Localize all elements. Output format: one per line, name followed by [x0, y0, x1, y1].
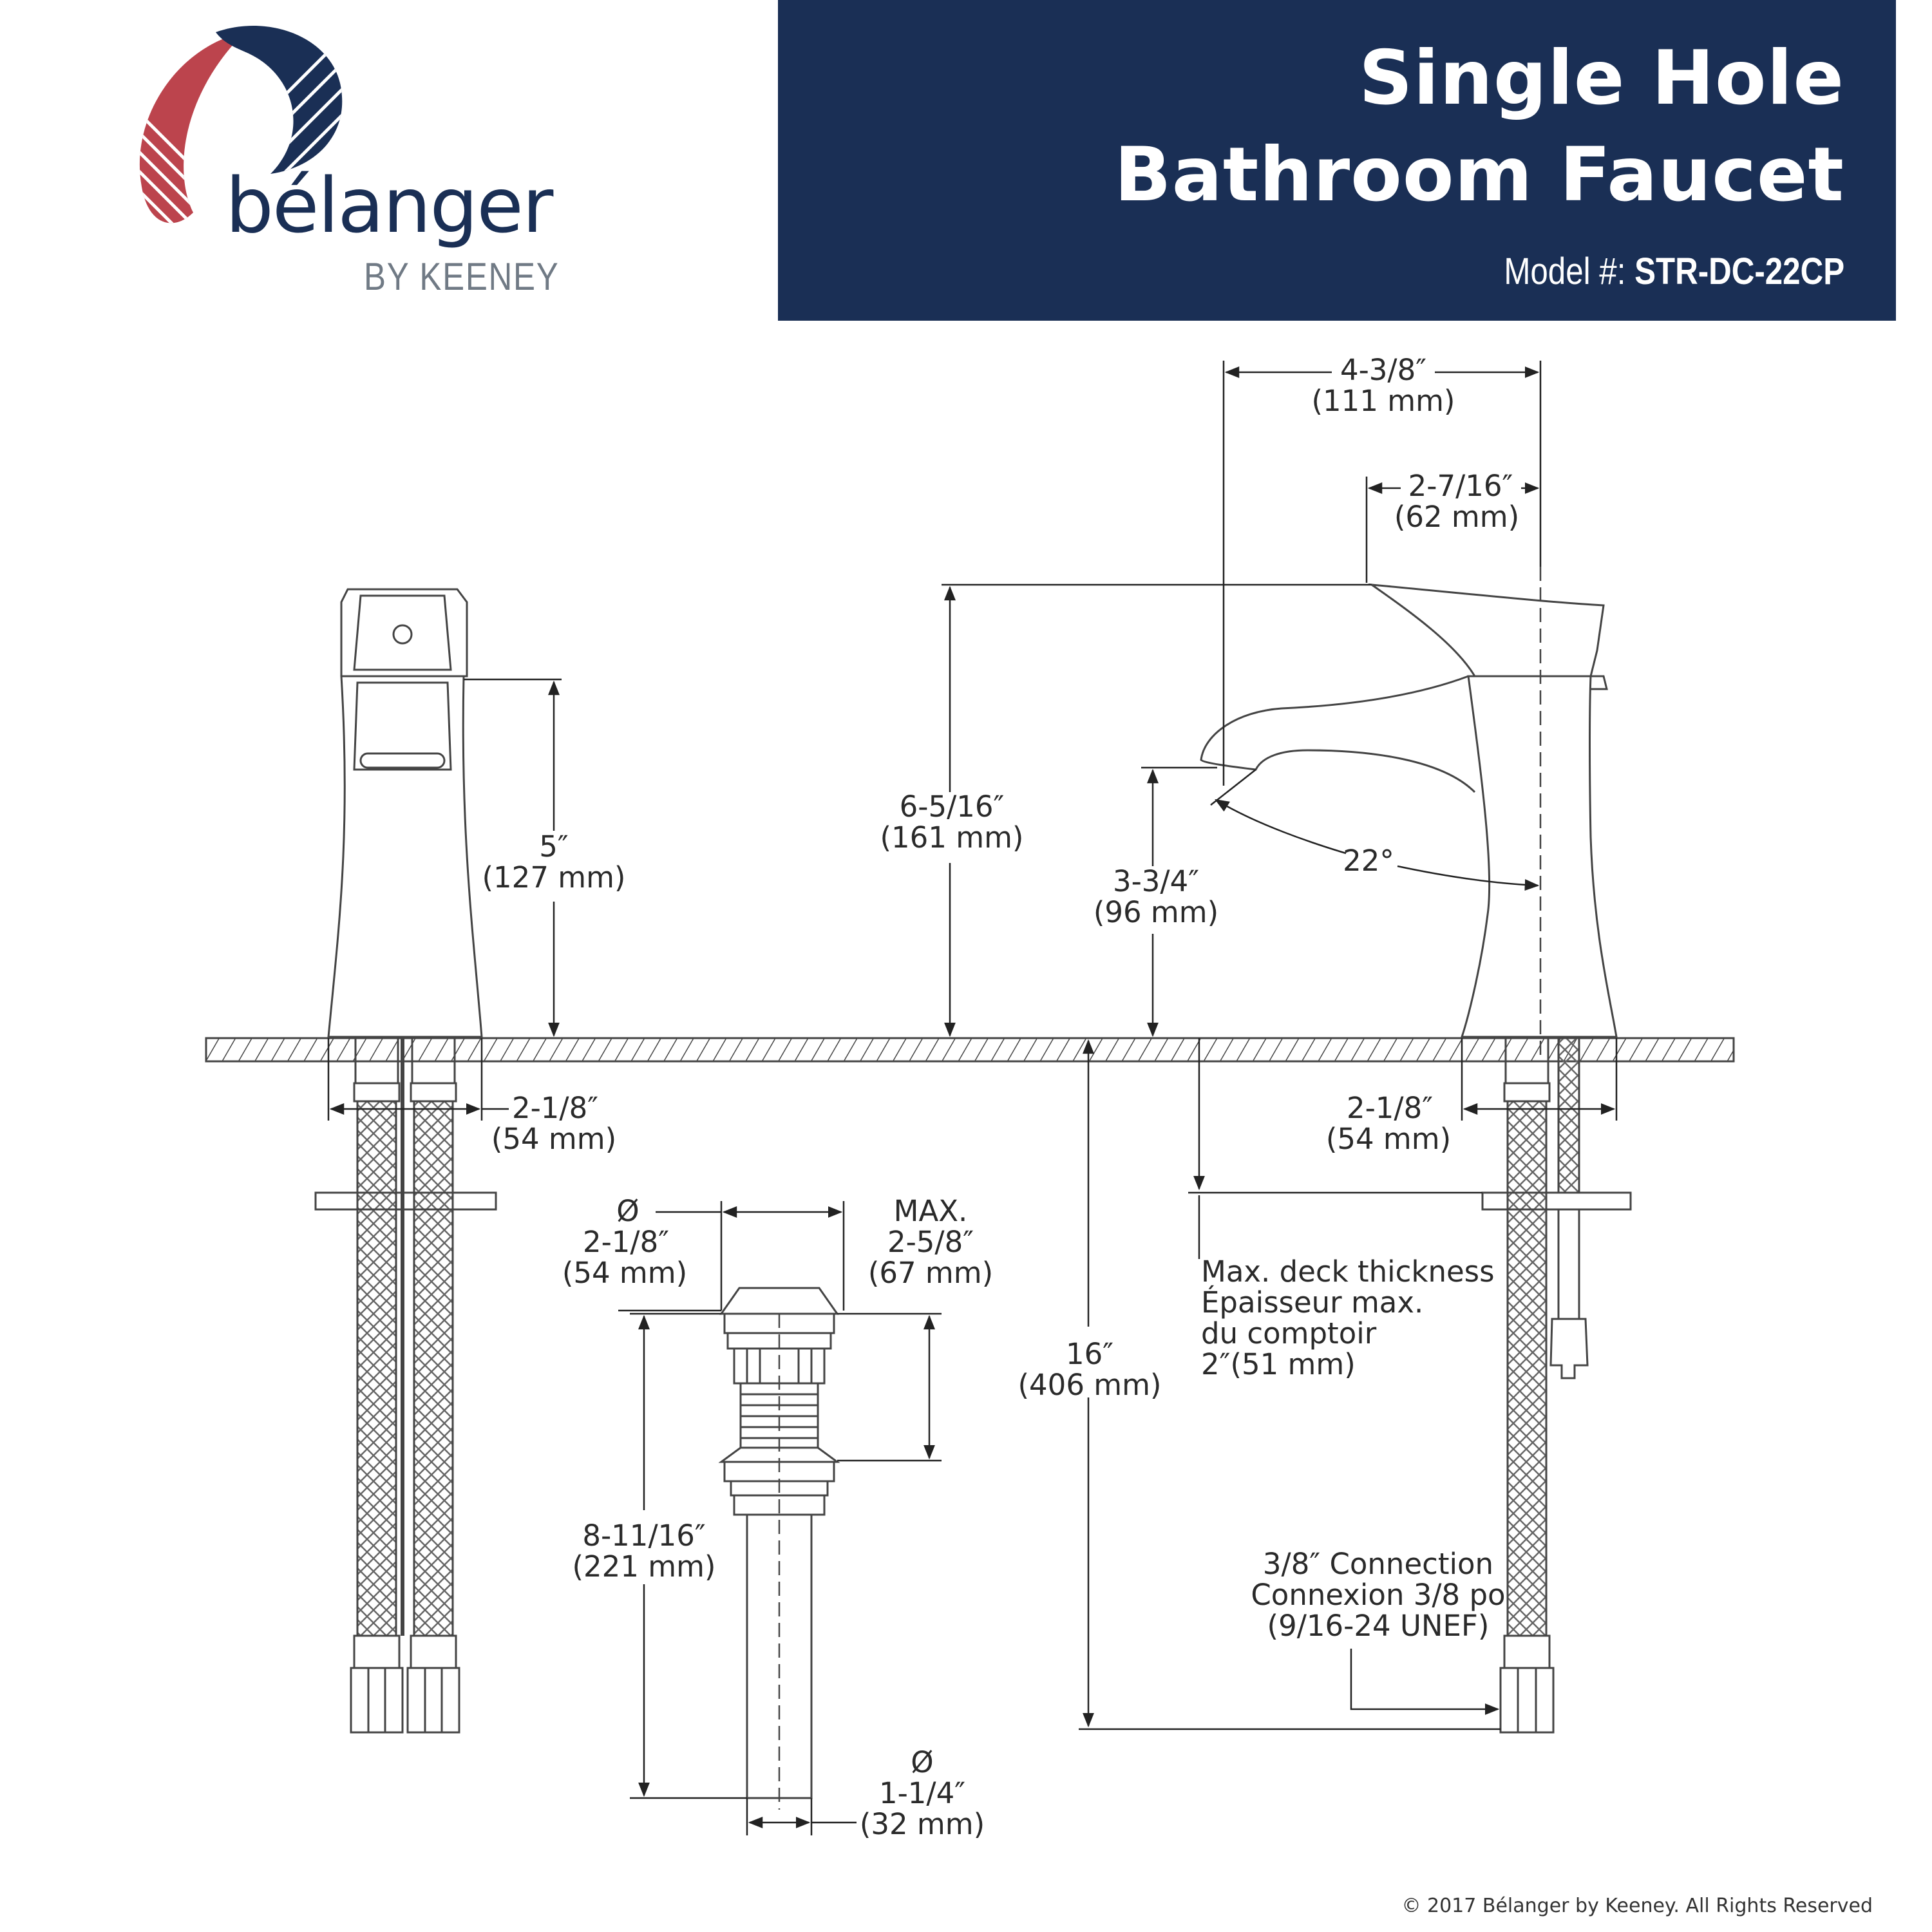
- drain-cap: [719, 1287, 839, 1315]
- mounting-shank: [1557, 1037, 1580, 1194]
- dim-supply-length-in: 16″: [1066, 1337, 1113, 1371]
- countertop-deck: [205, 1037, 1735, 1063]
- dim-drain-max-in: 2-5/8″: [887, 1225, 974, 1259]
- faucet-front-body: [1460, 675, 1618, 1038]
- dim-supply-length-mm: (406 mm): [1018, 1368, 1162, 1402]
- note-connection-1: 3/8″ Connection: [1263, 1547, 1493, 1581]
- title-line-1: Single Hole: [1359, 35, 1844, 122]
- note-deck-1: Max. deck thickness: [1201, 1255, 1495, 1289]
- belanger-logo-icon: [139, 26, 343, 223]
- note-connection-3: (9/16-24 UNEF): [1267, 1609, 1490, 1643]
- dim-spout-offset-in: 2-7/16″: [1408, 469, 1513, 503]
- dim-drain-max-mm: (67 mm): [868, 1256, 993, 1290]
- dim-spout-offset-mm: (62 mm): [1394, 500, 1519, 534]
- dim-base-left-in: 2-1/8″: [512, 1091, 598, 1125]
- dim-spout-height-mm: (96 mm): [1094, 895, 1218, 929]
- note-deck-3: du comptoir: [1201, 1316, 1377, 1350]
- supply-hose-left-1: [356, 1100, 397, 1637]
- dim-drain-length-in: 8-11/16″: [582, 1519, 705, 1553]
- dim-drain-length-mm: (221 mm): [573, 1549, 716, 1584]
- supply-hose-right: [1506, 1100, 1548, 1637]
- faucet-handle: [1368, 583, 1605, 677]
- model-number: Model #: STR-DC-22CP: [1504, 250, 1844, 293]
- note-deck-4: 2″(51 mm): [1201, 1347, 1356, 1381]
- dim-overall-height-mm: (161 mm): [880, 820, 1024, 855]
- copyright-notice: © 2017 Bélanger by Keeney. All Rights Re…: [1401, 1895, 1873, 1917]
- dim-base-right-mm: (54 mm): [1326, 1122, 1451, 1156]
- brand-subtitle: BY KEENEY: [364, 255, 560, 298]
- dim-drain-max-label: MAX.: [894, 1194, 968, 1228]
- dim-spout-reach-mm: (111 mm): [1312, 384, 1455, 418]
- dim-handle-height-mm: (127 mm): [482, 860, 626, 895]
- dim-spout-reach-in: 4-3/8″: [1340, 353, 1426, 387]
- dim-angle: 22°: [1343, 844, 1394, 878]
- title-line-2: Bathroom Faucet: [1114, 131, 1844, 218]
- faucet-side-body: [327, 675, 483, 1038]
- dim-drain-dia-symbol: Ø: [616, 1194, 639, 1228]
- dim-tail-dia-mm: (32 mm): [860, 1807, 985, 1841]
- dim-base-right-in: 2-1/8″: [1347, 1091, 1433, 1125]
- note-connection-2: Connexion 3/8 po: [1251, 1578, 1505, 1612]
- header-band: Single Hole Bathroom Faucet Model #: STR…: [778, 0, 1896, 321]
- dim-handle-height-in: 5″: [539, 829, 568, 864]
- dim-base-left-mm: (54 mm): [491, 1122, 616, 1156]
- dim-drain-dia-mm: (54 mm): [562, 1256, 687, 1290]
- dim-tail-dia-in: 1-1/4″: [879, 1776, 965, 1810]
- dim-spout-height-in: 3-3/4″: [1113, 864, 1199, 898]
- model-value: STR-DC-22CP: [1634, 251, 1844, 292]
- dim-tail-dia-symbol: Ø: [911, 1745, 933, 1779]
- note-deck-2: Épaisseur max.: [1201, 1285, 1423, 1320]
- dim-overall-height-in: 6-5/16″: [900, 790, 1005, 824]
- faucet-spout: [1200, 675, 1476, 793]
- model-label: Model #:: [1504, 251, 1626, 292]
- brand-name: bélanger: [225, 161, 553, 250]
- supply-hose-left-2: [413, 1100, 454, 1637]
- dim-drain-dia-in: 2-1/8″: [583, 1225, 669, 1259]
